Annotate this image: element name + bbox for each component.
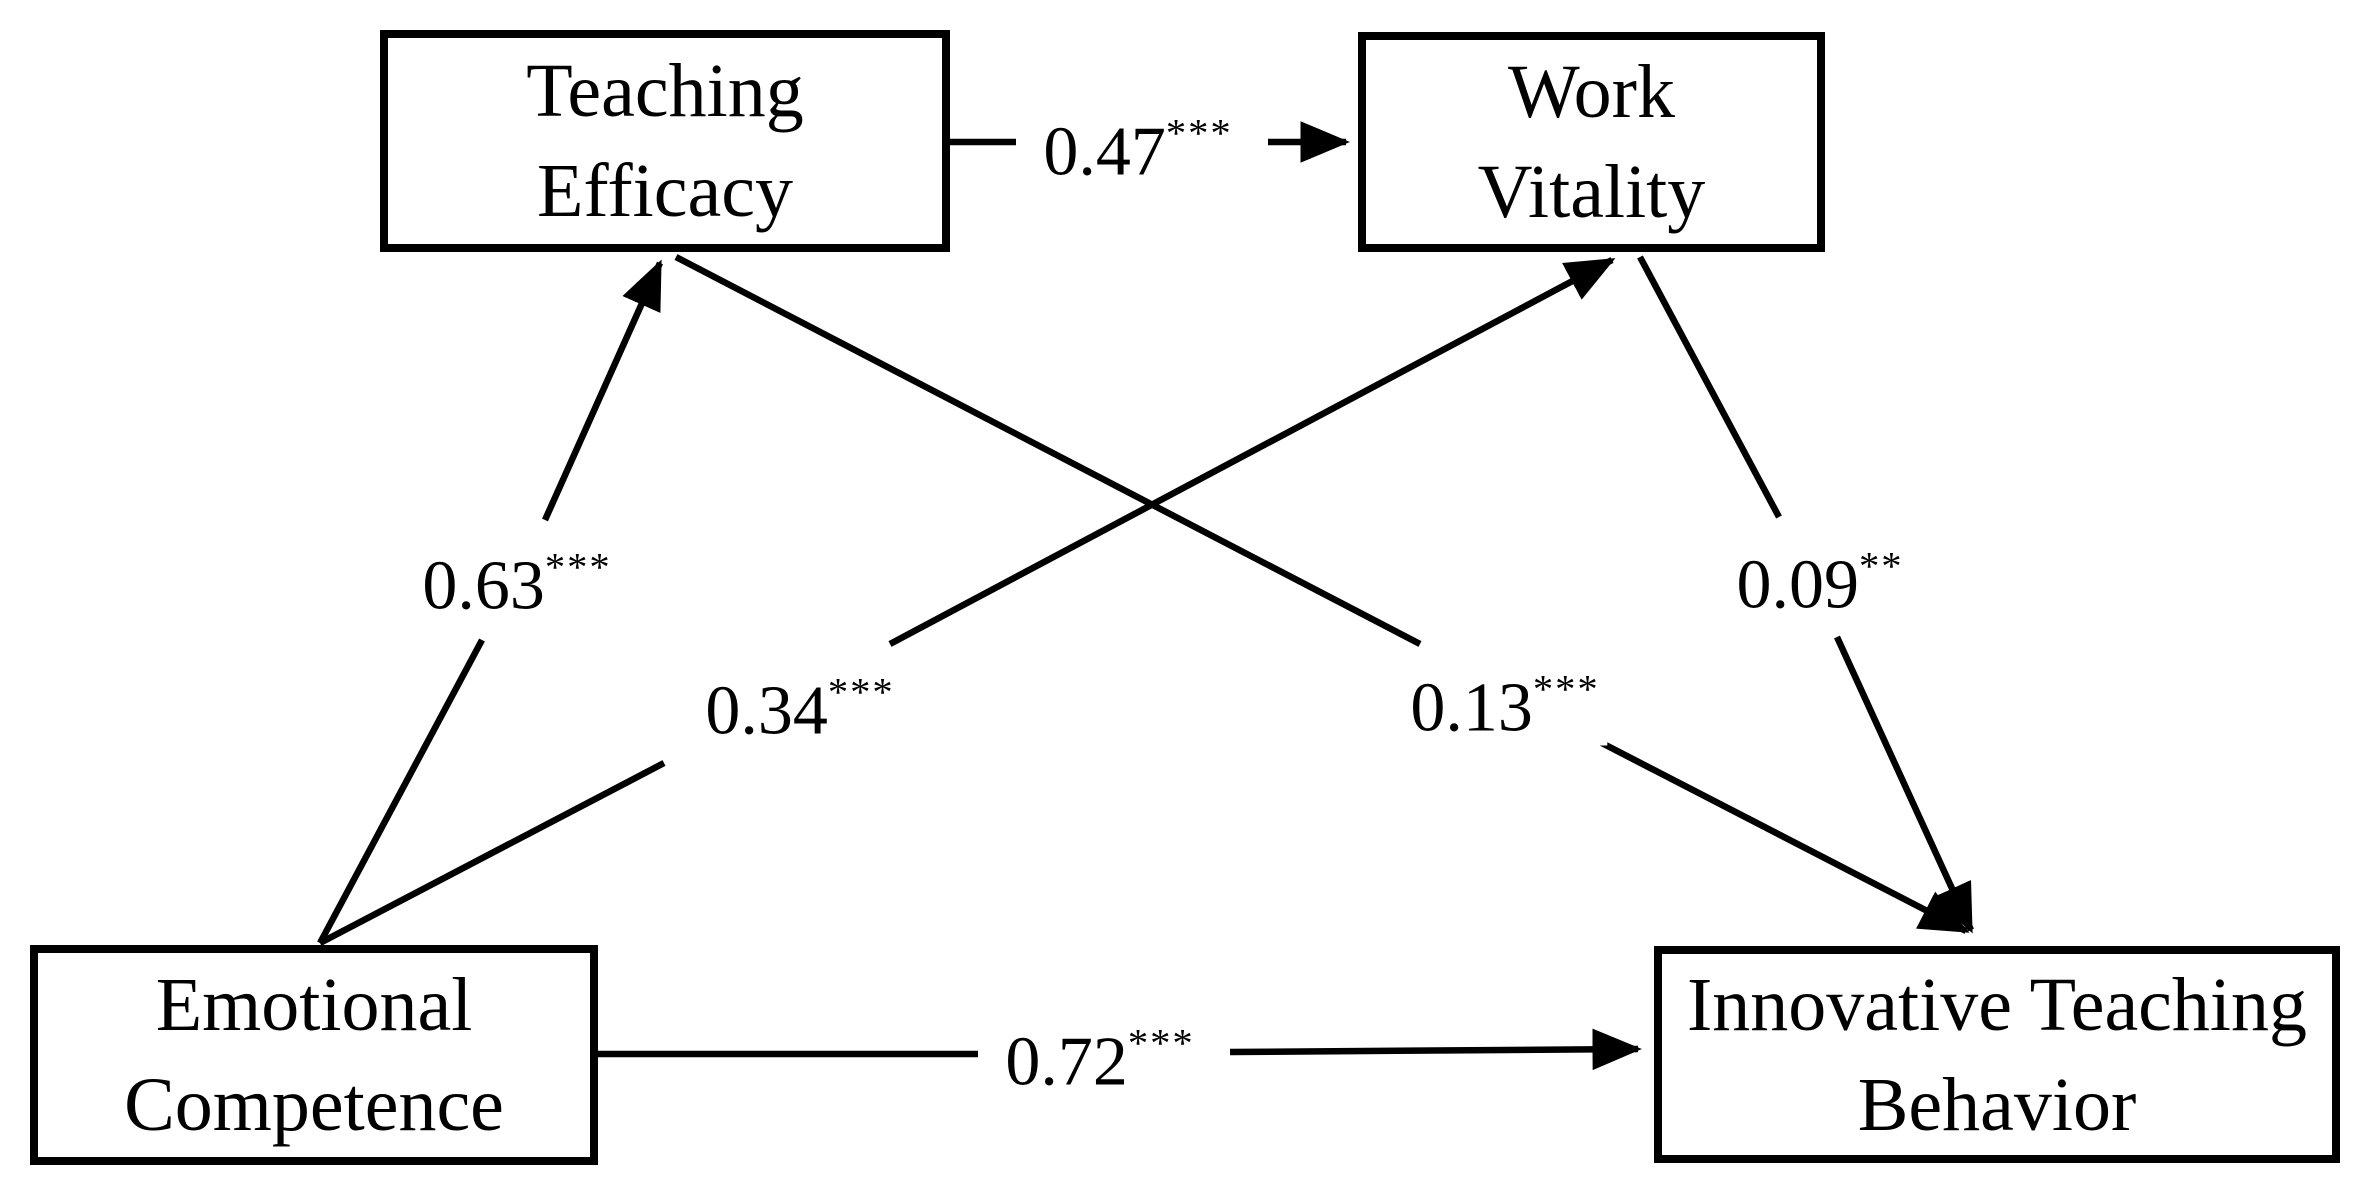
coefficient-te-itb: 0.13*** bbox=[1402, 652, 1608, 747]
coefficient-ec-itb-value: 0.72 bbox=[1005, 1023, 1128, 1101]
coefficient-te-itb-value: 0.13 bbox=[1410, 669, 1533, 747]
arrow-ec-to-wv bbox=[318, 257, 1616, 946]
coefficient-ec-te-value: 0.63 bbox=[422, 547, 545, 625]
node-work-vitality: Work Vitality bbox=[1358, 32, 1825, 252]
node-innovative-teaching-behavior: Innovative Teaching Behavior bbox=[1654, 946, 2340, 1163]
coefficient-te-wv-stars: *** bbox=[1165, 110, 1233, 156]
coefficient-ec-wv-stars: *** bbox=[827, 669, 895, 715]
node-work-vitality-label: Work Vitality bbox=[1477, 50, 1706, 234]
node-teaching-efficacy: Teaching Efficacy bbox=[380, 30, 950, 252]
arrow-ec-to-itb bbox=[598, 1028, 1642, 1071]
coefficient-te-wv-value: 0.47 bbox=[1043, 113, 1166, 191]
coefficient-ec-te: 0.63*** bbox=[414, 530, 620, 625]
coefficient-ec-wv-value: 0.34 bbox=[705, 672, 828, 750]
coefficient-ec-wv: 0.34*** bbox=[697, 655, 903, 750]
arrow-wv-to-itb bbox=[1637, 255, 1974, 934]
node-teaching-efficacy-label: Teaching Efficacy bbox=[526, 49, 804, 233]
arrow-ec-to-te bbox=[317, 259, 663, 945]
coefficient-te-wv: 0.47*** bbox=[1035, 96, 1241, 191]
node-emotional-competence-label: Emotional Competence bbox=[124, 963, 504, 1147]
coefficient-wv-itb: 0.09** bbox=[1728, 529, 1912, 624]
coefficient-ec-itb-stars: *** bbox=[1127, 1020, 1195, 1066]
coefficient-te-itb-stars: *** bbox=[1532, 666, 1600, 712]
node-innovative-teaching-behavior-label: Innovative Teaching Behavior bbox=[1686, 962, 2308, 1147]
node-emotional-competence: Emotional Competence bbox=[30, 945, 598, 1165]
coefficient-wv-itb-stars: ** bbox=[1858, 543, 1904, 589]
arrow-te-to-itb bbox=[674, 254, 1970, 934]
coefficient-ec-itb: 0.72*** bbox=[997, 1006, 1203, 1101]
coefficient-ec-te-stars: *** bbox=[544, 544, 612, 590]
coefficient-wv-itb-value: 0.09 bbox=[1736, 546, 1859, 624]
